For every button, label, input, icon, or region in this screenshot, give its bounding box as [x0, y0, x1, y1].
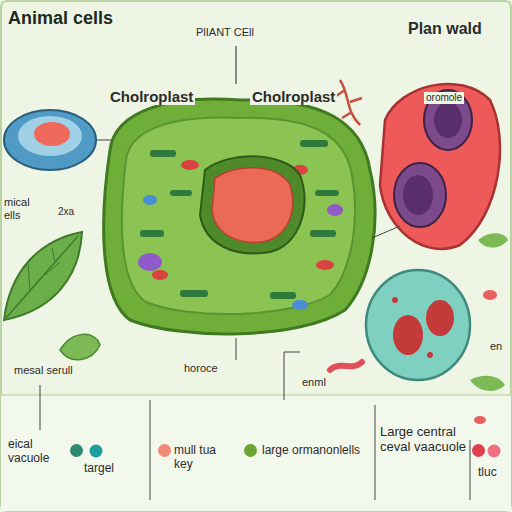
legend-text: tluc	[478, 466, 508, 480]
legend-text: targel	[84, 462, 144, 476]
part-label: enml	[302, 376, 326, 389]
legend-text: large ormanonlells	[262, 444, 362, 458]
part-label: 2xa	[58, 206, 74, 218]
part-label: Cholroplast	[250, 88, 337, 105]
legend-swatch	[70, 444, 83, 457]
part-label: Large central ceval vaacuole	[380, 425, 468, 455]
legend-swatch	[158, 444, 171, 457]
diagram-title: Animal cells	[8, 8, 113, 29]
part-label: mesal serull	[14, 364, 74, 377]
part-label: Cholroplast	[108, 88, 195, 105]
legend-swatch	[244, 444, 257, 457]
part-label: oromole	[424, 92, 464, 104]
part-label: horoce	[184, 362, 218, 375]
part-label: eical vacuole	[8, 438, 60, 466]
part-label: en	[490, 340, 502, 353]
part-label: Plan wald	[408, 20, 482, 38]
legend-swatch	[472, 444, 485, 457]
legend-text: mull tua key	[174, 444, 234, 472]
part-label: mical ells	[4, 196, 44, 221]
part-label: PlIANT CEll	[196, 26, 254, 39]
